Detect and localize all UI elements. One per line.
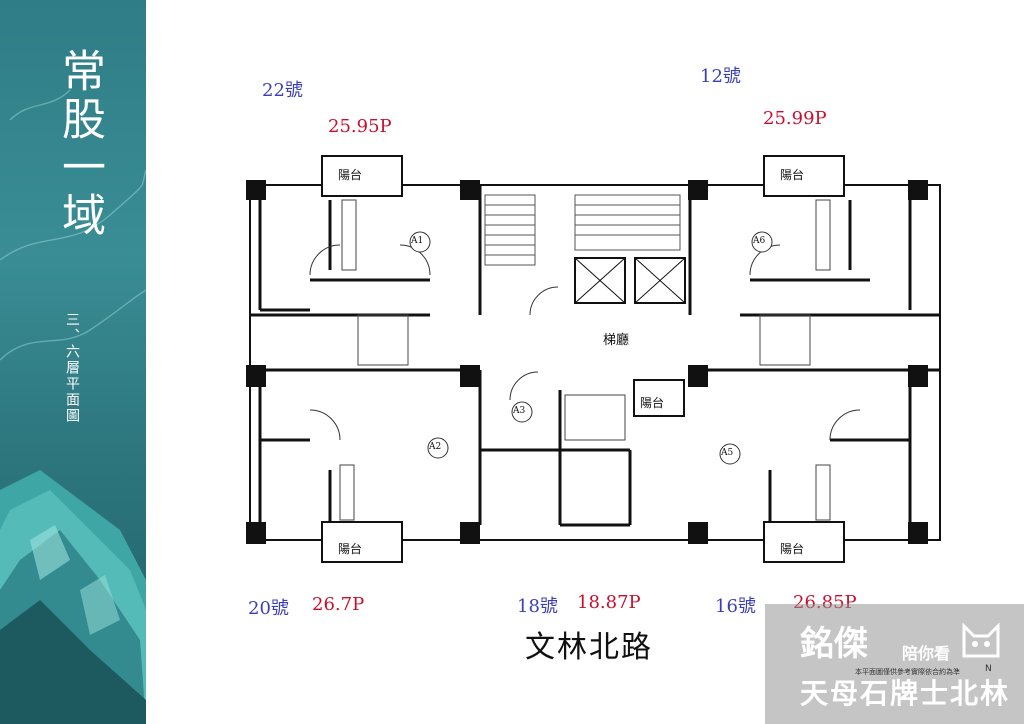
watermark-brand: 銘傑	[800, 624, 868, 664]
lobby-label: 梯廳	[603, 333, 630, 348]
unit-number-12: 12號	[700, 66, 741, 87]
unit-area-22: 25.95P	[328, 116, 392, 137]
fine-print: 本平面圖僅供參考實際依合約為準	[855, 668, 960, 676]
mountain-illustration	[0, 470, 146, 724]
unit-area-12: 25.99P	[763, 108, 827, 129]
unit-area-18: 18.87P	[577, 592, 641, 613]
watermark-tagline: 陪你看	[902, 644, 951, 663]
street-name: 文林北路	[525, 630, 653, 665]
room-label-a1: A1	[411, 236, 424, 246]
balcony-label-a5: 陽台	[780, 542, 805, 556]
unit-number-20: 20號	[248, 598, 289, 619]
room-label-a3: A3	[513, 406, 526, 416]
watermark-panel	[765, 604, 1024, 724]
room-label-a6: A6	[753, 236, 766, 246]
watermark-area: 天母石牌士北林	[800, 677, 1011, 710]
sidebar-panel: 常股一域 三、六層平面圖	[0, 0, 146, 724]
north-mark: N	[985, 664, 992, 674]
cat-mascot-icon	[962, 622, 1000, 658]
balcony-label-a2: 陽台	[338, 542, 363, 556]
unit-number-16: 16號	[715, 596, 756, 617]
floor-plan	[246, 155, 941, 563]
page-title: 常股一域	[54, 48, 105, 240]
room-label-a2: A2	[429, 442, 442, 452]
unit-area-20: 26.7P	[312, 594, 365, 615]
balcony-label-a3: 陽台	[640, 396, 665, 410]
unit-number-22: 22號	[262, 80, 303, 101]
pine-branch-decoration	[0, 89, 146, 361]
room-label-a5: A5	[721, 448, 734, 458]
balcony-label-a6: 陽台	[780, 168, 805, 182]
balcony-label-a1: 陽台	[338, 168, 363, 182]
unit-number-18: 18號	[517, 596, 558, 617]
floor-subtitle: 三、六層平面圖	[64, 312, 80, 424]
